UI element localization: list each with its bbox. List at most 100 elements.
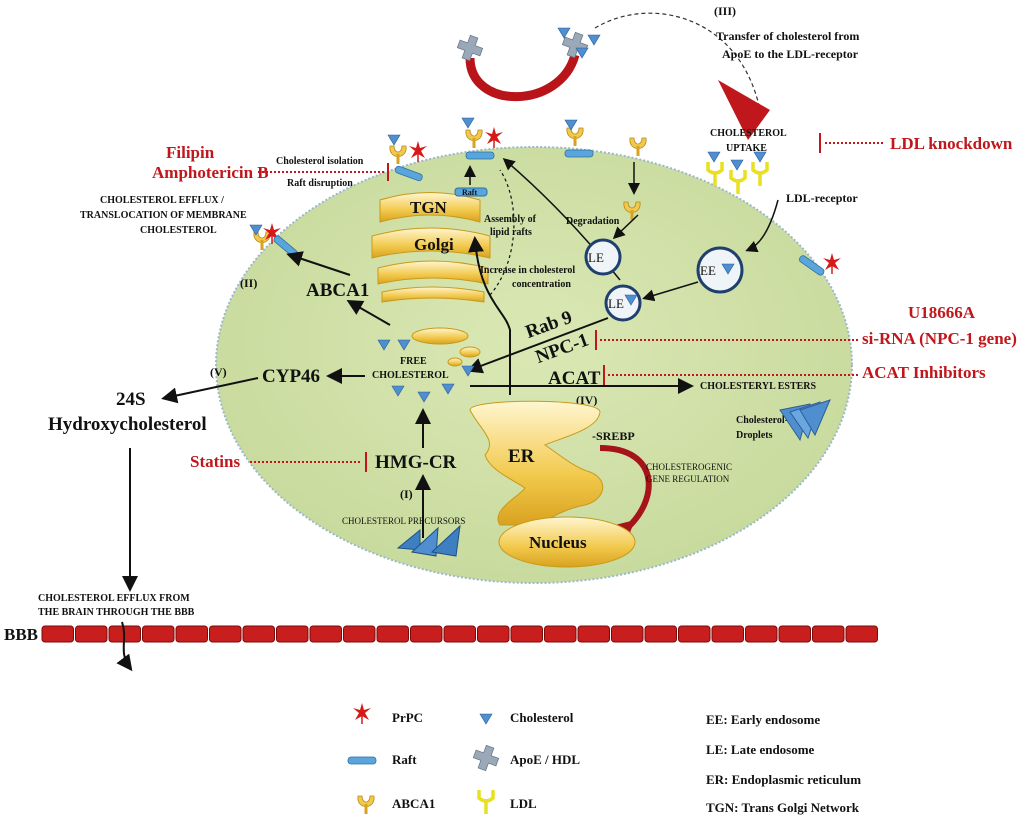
bbb-segment bbox=[343, 625, 376, 643]
bbb-barrier bbox=[41, 625, 878, 643]
legend-ldl: LDL bbox=[510, 796, 537, 811]
prpc-icon bbox=[408, 140, 428, 163]
cholesterol-precursors bbox=[396, 524, 461, 557]
prpc-icon bbox=[352, 702, 372, 725]
abca1-label: ABCA1 bbox=[306, 280, 369, 301]
bbb-segment bbox=[309, 625, 342, 643]
ldl-icon bbox=[706, 160, 724, 188]
bbb-segment bbox=[778, 625, 811, 643]
hmgcr-label: HMG-CR bbox=[375, 452, 457, 473]
free-cholesterol-text-1: FREE bbox=[400, 356, 427, 367]
acat-inhibitors-label: ACAT Inhibitors bbox=[862, 363, 986, 382]
bbb-segment bbox=[477, 625, 510, 643]
abca1-icon bbox=[629, 137, 647, 157]
bbb-segment bbox=[812, 625, 845, 643]
increase-text-2: concentration bbox=[512, 279, 571, 290]
precursors-label: CHOLESTEROL PRECURSORS bbox=[342, 516, 465, 526]
raft-label: Raft bbox=[462, 188, 477, 197]
filipin-label: Filipin bbox=[166, 143, 215, 162]
transfer-text-2: ApoE to the LDL-receptor bbox=[722, 47, 859, 61]
nucleus-label: Nucleus bbox=[529, 533, 587, 552]
bbb-segment bbox=[678, 625, 711, 643]
legend-cholesterol: Cholesterol bbox=[510, 710, 574, 725]
bbb-segment bbox=[142, 625, 175, 643]
abca1-icon bbox=[389, 145, 407, 165]
raft-icon bbox=[564, 149, 594, 158]
u18666a-label: U18666A bbox=[908, 303, 976, 322]
step-i-label: (I) bbox=[400, 487, 413, 501]
acat-label: ACAT bbox=[548, 368, 601, 389]
sirna-label: si-RNA (NPC-1 gene) bbox=[862, 329, 1017, 348]
er-label: ER bbox=[508, 446, 535, 467]
early-endosome bbox=[696, 246, 744, 294]
efflux-text-1: CHOLESTEROL EFFLUX / bbox=[100, 195, 224, 206]
legend-apoe-hdl: ApoE / HDL bbox=[510, 752, 580, 767]
bbb-segment bbox=[611, 625, 644, 643]
step-v-label: (V) bbox=[210, 365, 227, 379]
golgi-label: Golgi bbox=[414, 235, 454, 254]
golgi-apparatus bbox=[371, 192, 491, 367]
hydroxy-text-1: 24S bbox=[116, 389, 146, 410]
apoe-hdl-icon bbox=[454, 32, 486, 64]
step-iv-label: (IV) bbox=[576, 393, 597, 407]
cyp46-label: CYP46 bbox=[262, 366, 320, 387]
abca1-icon bbox=[357, 795, 375, 815]
cholesteryl-esters-label: CHOLESTERYL ESTERS bbox=[700, 381, 817, 392]
ldl-icon bbox=[477, 788, 495, 816]
apoe-transfer-arrow bbox=[465, 12, 770, 140]
bbb-segment bbox=[276, 625, 309, 643]
bbb-segment bbox=[410, 625, 443, 643]
bbb-segment bbox=[75, 625, 108, 643]
le-label: LE bbox=[588, 250, 604, 265]
statins-label: Statins bbox=[190, 452, 240, 471]
cholesterol-icon bbox=[479, 713, 493, 725]
bbb-efflux-text-2: THE BRAIN THROUGH THE BBB bbox=[38, 607, 195, 618]
raft-icon bbox=[347, 756, 377, 765]
gene-regulation-text-1: CHOLESTEROGENIC bbox=[646, 462, 732, 472]
late-endosome bbox=[604, 284, 642, 322]
bbb-segment bbox=[544, 625, 577, 643]
bbb-segment bbox=[711, 625, 744, 643]
assembly-text-2: lipid rafts bbox=[490, 227, 532, 238]
gene-regulation-text-2: GENE REGULATION bbox=[646, 474, 730, 484]
bbb-segment bbox=[745, 625, 778, 643]
degradation-label: Degradation bbox=[566, 216, 620, 227]
droplets-text-2: Droplets bbox=[736, 430, 773, 441]
free-cholesterol-text-2: CHOLESTEROL bbox=[372, 370, 449, 381]
raft-disruption-label: Raft disruption bbox=[287, 178, 353, 189]
bbb-segment bbox=[644, 625, 677, 643]
bbb-segment bbox=[242, 625, 275, 643]
bbb-segment bbox=[175, 625, 208, 643]
step-ii-label: (II) bbox=[240, 276, 257, 290]
abbrev-ee: EE: Early endosome bbox=[706, 712, 820, 727]
efflux-text-3: CHOLESTEROL bbox=[140, 225, 217, 236]
ldl-knockdown-label: LDL knockdown bbox=[890, 134, 1013, 153]
cholesterol-droplets bbox=[779, 399, 831, 442]
step-iii-label: (III) bbox=[714, 4, 736, 18]
hydroxy-text-2: Hydroxycholesterol bbox=[48, 414, 207, 435]
endoplasmic-reticulum bbox=[469, 400, 603, 526]
legend-raft: Raft bbox=[392, 752, 417, 767]
abca1-icon bbox=[465, 129, 483, 149]
abbrev-le: LE: Late endosome bbox=[706, 742, 815, 757]
abca1-icon bbox=[566, 127, 584, 147]
transfer-text-1: Transfer of cholesterol from bbox=[716, 29, 859, 43]
ldl-icon bbox=[729, 168, 747, 196]
srebp-label: -SREBP bbox=[592, 429, 635, 443]
le-label: LE bbox=[608, 296, 624, 311]
ldl-icon bbox=[751, 160, 769, 188]
legend-abca1: ABCA1 bbox=[392, 796, 435, 811]
bbb-label: BBB bbox=[4, 625, 38, 644]
legend-prpc: PrPC bbox=[392, 710, 423, 725]
tgn-label: TGN bbox=[410, 198, 448, 217]
assembly-text-1: Assembly of bbox=[484, 214, 537, 225]
apoe-hdl-icon bbox=[470, 742, 502, 774]
abbrev-er: ER: Endoplasmic reticulum bbox=[706, 772, 861, 787]
droplets-text-1: Cholesterol- bbox=[736, 415, 788, 426]
bbb-segment bbox=[209, 625, 242, 643]
efflux-text-2: TRANSLOCATION OF MEMBRANE bbox=[80, 210, 247, 221]
bbb-segment bbox=[41, 625, 74, 643]
bbb-segment bbox=[577, 625, 610, 643]
ldl-receptor-label: LDL-receptor bbox=[786, 191, 858, 205]
